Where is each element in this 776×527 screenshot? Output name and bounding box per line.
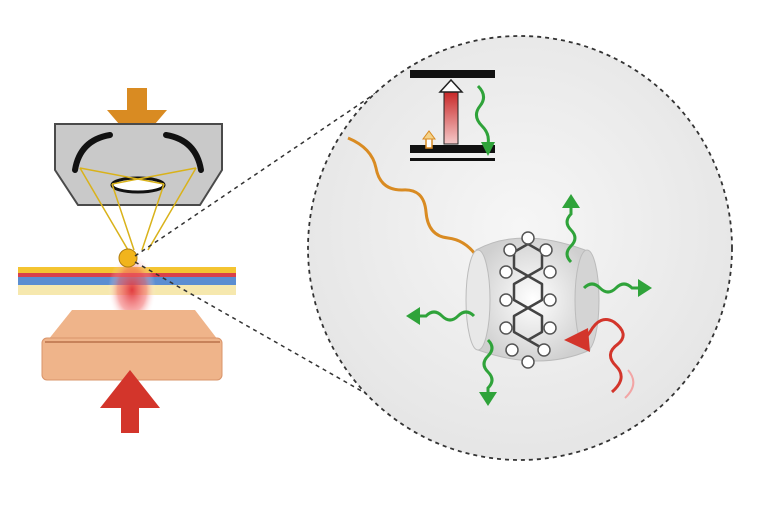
microscope-objective-icon [54, 123, 223, 251]
energy-level-diagram-icon [410, 70, 495, 161]
pentacene-molecule-icon [465, 231, 600, 369]
emission-arrows [418, 206, 640, 394]
laser-photon-wave [564, 318, 635, 399]
gold-nanoparticle-tip-icon [118, 248, 138, 268]
hot-spot-glow [108, 254, 156, 326]
laser-arrow-bottom [100, 370, 160, 433]
emission-arrowheads [406, 194, 652, 406]
base-block [41, 310, 223, 381]
